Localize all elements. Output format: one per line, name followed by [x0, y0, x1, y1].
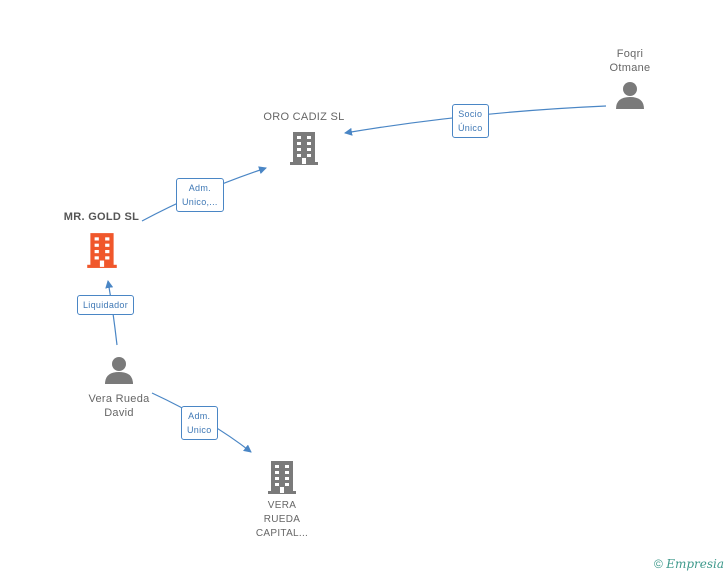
edge-label-line-2: Unico	[187, 425, 212, 435]
node-foqri-otmane[interactable]: Foqri Otmane	[590, 47, 670, 110]
edge-label-line-2: Único	[458, 123, 483, 133]
person-icon	[105, 357, 133, 384]
node-vera-rueda-david[interactable]: Vera Rueda David	[74, 355, 164, 420]
node-label-line-1: Vera Rueda	[88, 393, 150, 405]
edge-label-liquidador[interactable]: Liquidador	[77, 295, 135, 315]
node-label: MR. GOLD SL	[63, 211, 140, 223]
edge-label-line-1: Adm.	[188, 411, 211, 421]
edge-label-line-1: Liquidador	[83, 300, 129, 310]
edge-label-socio-unico[interactable]: Socio Único	[452, 104, 489, 138]
node-vera-rueda-capital[interactable]: VERA RUEDA CAPITAL...	[237, 459, 327, 541]
building-icon	[290, 132, 318, 165]
edge-label-adm-unico-oro[interactable]: Adm. Unico,...	[176, 178, 224, 212]
person-icon	[616, 82, 644, 109]
node-label-line-1: Foqri	[616, 48, 644, 60]
brand-logo: Empresia	[666, 557, 724, 571]
edge-label-adm-unico-capital[interactable]: Adm. Unico	[181, 406, 218, 440]
building-icon-highlight	[86, 233, 117, 268]
node-label-line-2: RUEDA	[263, 514, 301, 525]
node-mr-gold[interactable]: MR. GOLD SL	[49, 210, 154, 269]
node-label-line-3: CAPITAL...	[255, 528, 309, 539]
copyright-icon: ©	[654, 557, 663, 571]
building-icon	[268, 461, 296, 494]
edge-label-line-2: Unico,...	[182, 197, 218, 207]
node-label-line-1: VERA	[267, 500, 297, 511]
node-label: ORO CADIZ SL	[263, 111, 345, 123]
node-label-line-2: David	[104, 407, 134, 419]
edge-label-line-1: Socio	[458, 109, 483, 119]
node-label-line-2: Otmane	[609, 62, 651, 74]
brand-footer: © Empresia	[654, 557, 724, 571]
edge-label-line-1: Adm.	[188, 183, 211, 193]
node-oro-cadiz[interactable]: ORO CADIZ SL	[254, 110, 354, 166]
